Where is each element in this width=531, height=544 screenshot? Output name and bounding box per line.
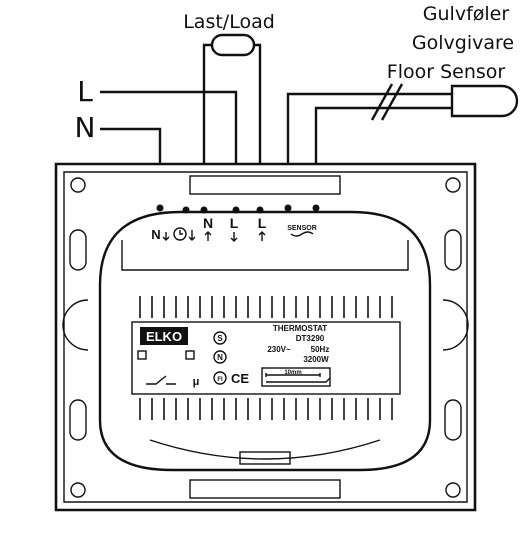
arrow-down-icon (188, 230, 196, 241)
cert-fi-icon (213, 371, 227, 385)
wire-break-2 (380, 83, 404, 121)
brand-logo (140, 327, 188, 345)
arrow-up-icon (204, 231, 212, 241)
cert-n-text: N (217, 353, 223, 362)
frame-claw (62, 299, 89, 351)
frame-claw (442, 299, 469, 351)
frame-bottom-tab (189, 479, 341, 499)
terminal-screw (200, 206, 208, 214)
frame-slot (69, 399, 87, 441)
load-wire-l (254, 43, 262, 212)
ce-mark: CE (231, 371, 249, 386)
neutral-label: N (75, 111, 96, 144)
frame-top-tab (189, 175, 341, 195)
strip-gauge-arrow (265, 373, 321, 377)
brand-logo-text: ELKO (146, 329, 182, 344)
terminal-screw (232, 206, 240, 214)
switch-symbol-icon (146, 375, 176, 385)
frame-hole (445, 177, 461, 193)
device-title: THERMOSTAT (273, 324, 327, 333)
device-model: DT3290 (296, 334, 325, 343)
clock-icon (173, 227, 187, 241)
terminal-sensor: SENSOR (287, 225, 317, 232)
terminal-l2: L (258, 215, 267, 231)
terminal-screw (182, 206, 190, 214)
module-latch (149, 439, 381, 460)
frame-slot (444, 399, 462, 441)
module-body (98, 210, 432, 472)
terminal-screw (156, 204, 164, 212)
arrow-up-icon (258, 231, 266, 241)
label-plate (131, 321, 401, 395)
load-resistor (210, 33, 256, 57)
latch-tab (239, 451, 291, 465)
frame-slot (69, 229, 87, 271)
floor-sensor-probe (450, 84, 519, 118)
terminal-screw (284, 204, 292, 212)
vent-ribs (139, 296, 393, 420)
sensor-label-se: Golvgivare (412, 32, 514, 54)
sensor-label-en: Floor Sensor (387, 61, 506, 83)
terminal-n-timer: N (151, 227, 160, 242)
terminal-screw (256, 206, 264, 214)
frame-inner-edge (63, 171, 468, 503)
frame-hole (70, 177, 86, 193)
terminal-screw (312, 204, 320, 212)
cert-s-text: S (217, 334, 223, 343)
strip-gauge (261, 367, 331, 387)
cert-fi-text: FI (217, 377, 223, 383)
arrow-down-icon (162, 232, 170, 241)
terminal-block-edge (121, 240, 409, 271)
frame-hole (70, 482, 86, 498)
clock-hands (179, 230, 183, 235)
cert-n-icon (213, 350, 227, 364)
strip-wire-icon (266, 377, 331, 383)
frame-hole (445, 482, 461, 498)
frame-slot (444, 229, 462, 271)
load-label: Last/Load (183, 11, 275, 33)
micro-symbol: μ (193, 376, 200, 388)
device-voltage: 230V~ (267, 345, 291, 354)
device-frequency: 50Hz (311, 345, 330, 354)
wire-break-1 (370, 83, 394, 121)
strip-length: 10mm (284, 370, 301, 376)
arrow-down-icon (230, 232, 238, 242)
sensor-symbol-icon (290, 231, 314, 237)
sensor-label-no: Gulvføler (423, 3, 510, 25)
load-wire-n (202, 43, 212, 212)
device-power: 3200W (303, 355, 329, 364)
terminal-l1: L (230, 215, 239, 231)
indicator-square (137, 350, 147, 360)
indicator-square (185, 350, 195, 360)
terminal-n: N (203, 215, 213, 231)
line-label: L (77, 75, 93, 108)
cert-s-icon (213, 331, 227, 345)
